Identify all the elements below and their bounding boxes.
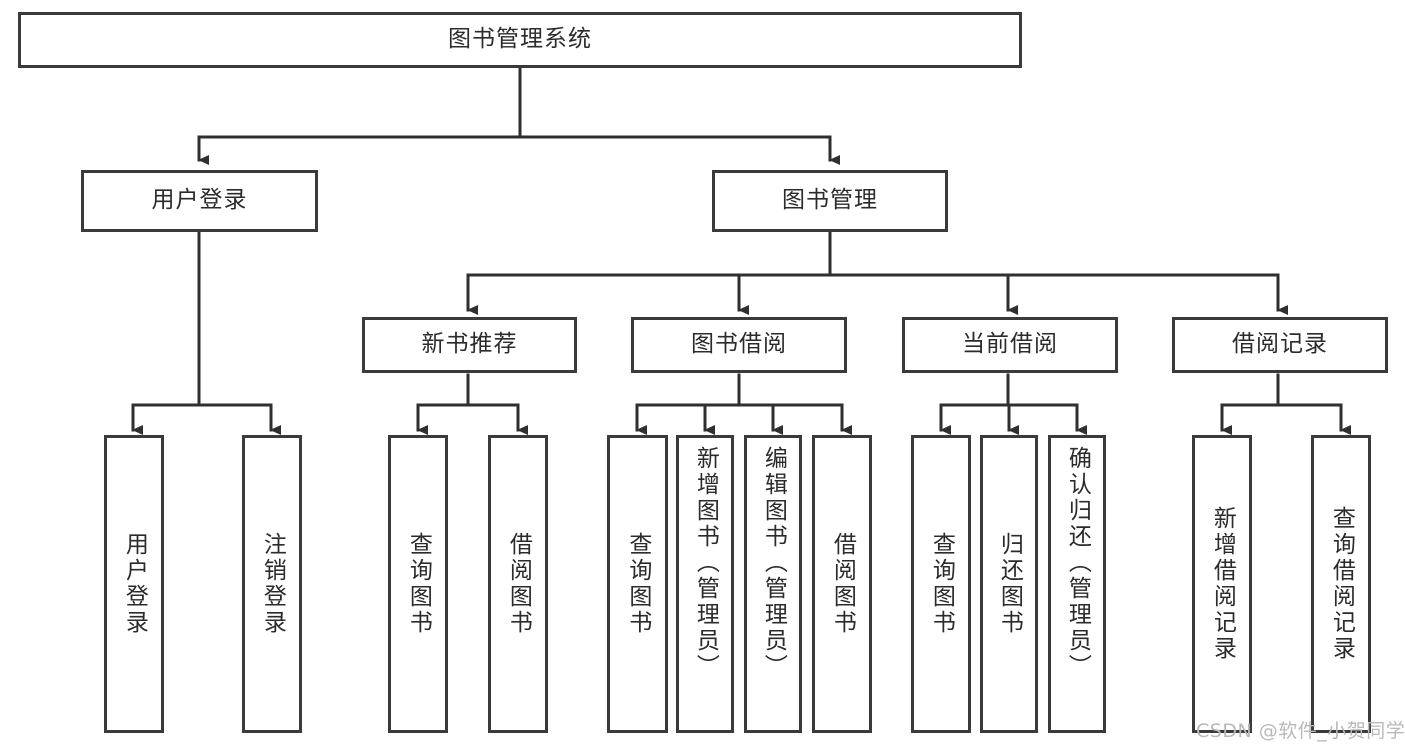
node-leaf-return-book[interactable]: 归还图书 bbox=[980, 435, 1038, 733]
watermark: CSDN @软件_小贺同学 bbox=[1196, 720, 1405, 742]
leaf-query-book-1-inner: 查询图书 bbox=[391, 438, 445, 730]
node-book-manage[interactable]: 图书管理 bbox=[712, 170, 948, 232]
node-root-label: 图书管理系统 bbox=[448, 26, 592, 53]
leaf-query-record-inner: 查询借阅记录 bbox=[1314, 438, 1368, 730]
node-current-borrow[interactable]: 当前借阅 bbox=[902, 317, 1118, 373]
leaf-logout-login-inner: 注销登录 bbox=[245, 438, 299, 730]
node-leaf-query-book-3[interactable]: 查询图书 bbox=[911, 435, 971, 733]
node-leaf-borrow-book-2[interactable]: 借阅图书 bbox=[812, 435, 872, 733]
node-leaf-logout-login[interactable]: 注销登录 bbox=[242, 435, 302, 733]
node-leaf-query-book-1[interactable]: 查询图书 bbox=[388, 435, 448, 733]
node-leaf-borrow-book-1-label: 借阅图书 bbox=[505, 532, 532, 636]
node-leaf-borrow-book-1[interactable]: 借阅图书 bbox=[488, 435, 548, 733]
node-leaf-borrow-book-2-label: 借阅图书 bbox=[829, 532, 856, 636]
leaf-edit-book-inner: 编辑图书（管理员） bbox=[747, 438, 799, 730]
node-user-login-label: 用户登录 bbox=[151, 187, 248, 214]
node-current-borrow-label: 当前借阅 bbox=[962, 331, 1058, 358]
node-book-manage-label: 图书管理 bbox=[782, 187, 878, 214]
node-new-book-rec[interactable]: 新书推荐 bbox=[362, 317, 577, 373]
leaf-add-record-inner: 新增借阅记录 bbox=[1195, 438, 1249, 730]
node-leaf-query-book-2[interactable]: 查询图书 bbox=[607, 435, 668, 733]
node-leaf-query-book-3-label: 查询图书 bbox=[928, 532, 955, 636]
node-leaf-user-login-label: 用户登录 bbox=[121, 532, 148, 636]
node-leaf-return-book-label: 归还图书 bbox=[996, 532, 1023, 636]
node-leaf-logout-login-label: 注销登录 bbox=[259, 532, 286, 636]
leaf-borrow-book-1-inner: 借阅图书 bbox=[491, 438, 545, 730]
node-leaf-query-record[interactable]: 查询借阅记录 bbox=[1311, 435, 1371, 733]
node-user-login[interactable]: 用户登录 bbox=[81, 170, 318, 232]
node-borrow-record[interactable]: 借阅记录 bbox=[1172, 317, 1388, 373]
node-leaf-edit-book-label: 编辑图书（管理员） bbox=[760, 446, 787, 680]
leaf-user-login-inner: 用户登录 bbox=[107, 438, 161, 730]
leaf-confirm-return-inner: 确认归还（管理员） bbox=[1051, 438, 1103, 730]
leaf-query-book-2-inner: 查询图书 bbox=[610, 438, 665, 730]
node-leaf-query-book-2-label: 查询图书 bbox=[624, 532, 651, 636]
leaf-query-book-3-inner: 查询图书 bbox=[914, 438, 968, 730]
node-leaf-confirm-return[interactable]: 确认归还（管理员） bbox=[1048, 435, 1106, 733]
leaf-return-book-inner: 归还图书 bbox=[983, 438, 1035, 730]
node-leaf-confirm-return-label: 确认归还（管理员） bbox=[1064, 446, 1091, 680]
node-leaf-add-book[interactable]: 新增图书（管理员） bbox=[676, 435, 734, 733]
node-book-borrow-label: 图书借阅 bbox=[691, 331, 787, 358]
node-leaf-add-record-label: 新增借阅记录 bbox=[1209, 506, 1236, 662]
node-new-book-rec-label: 新书推荐 bbox=[421, 331, 518, 358]
node-leaf-edit-book[interactable]: 编辑图书（管理员） bbox=[744, 435, 802, 733]
node-book-borrow[interactable]: 图书借阅 bbox=[631, 317, 847, 373]
node-leaf-query-book-1-label: 查询图书 bbox=[405, 532, 432, 636]
node-root[interactable]: 图书管理系统 bbox=[18, 12, 1022, 68]
node-borrow-record-label: 借阅记录 bbox=[1232, 331, 1328, 358]
node-leaf-user-login[interactable]: 用户登录 bbox=[104, 435, 164, 733]
node-leaf-query-record-label: 查询借阅记录 bbox=[1328, 506, 1355, 662]
node-leaf-add-book-label: 新增图书（管理员） bbox=[692, 446, 719, 680]
node-leaf-add-record[interactable]: 新增借阅记录 bbox=[1192, 435, 1252, 733]
leaf-borrow-book-2-inner: 借阅图书 bbox=[815, 438, 869, 730]
leaf-add-book-inner: 新增图书（管理员） bbox=[679, 438, 731, 730]
